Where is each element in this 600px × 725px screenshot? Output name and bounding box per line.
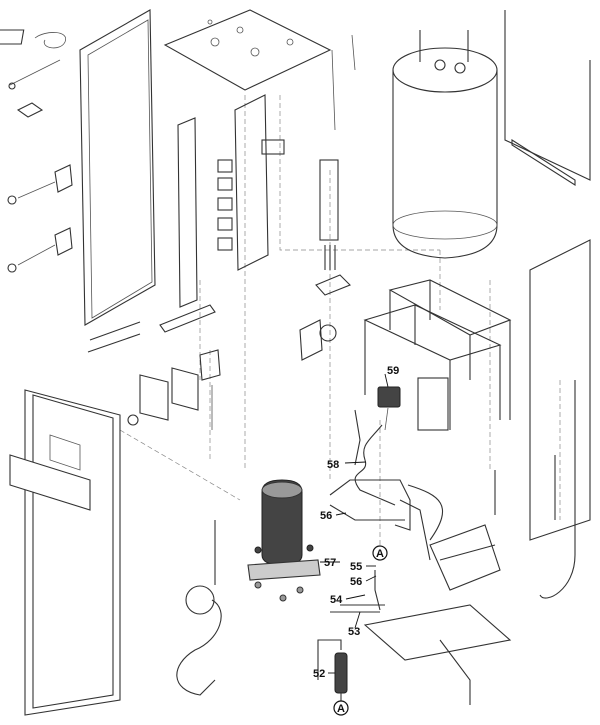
side-panel xyxy=(79,9,216,353)
solenoid-coil xyxy=(377,386,401,431)
svg-text:A: A xyxy=(337,703,345,715)
capillary-line xyxy=(354,424,396,506)
callout-56-lower: 56 xyxy=(350,576,362,588)
callout-53: 53 xyxy=(348,626,360,638)
circulation-pump xyxy=(176,520,222,696)
refrigerant-pipework xyxy=(329,409,443,613)
callout-55: 55 xyxy=(350,561,362,573)
hot-water-cylinder xyxy=(392,30,498,259)
cable-kit xyxy=(0,29,66,118)
front-door xyxy=(9,389,121,716)
callout-leaders xyxy=(320,373,389,674)
assembly-guides xyxy=(119,95,561,560)
connector-a-bottom: A xyxy=(333,700,349,716)
connector-a-top: A xyxy=(372,545,388,561)
callout-59: 59 xyxy=(387,365,399,377)
valve-fittings-left xyxy=(7,164,73,273)
top-cover xyxy=(163,9,332,91)
plate-heat-exchanger xyxy=(363,524,512,705)
callout-52: 52 xyxy=(313,668,325,680)
right-pipes xyxy=(494,380,576,599)
callout-56-upper: 56 xyxy=(320,510,332,522)
control-box xyxy=(177,94,285,308)
controller-unit xyxy=(127,349,221,430)
callout-57: 57 xyxy=(324,557,336,569)
right-panels xyxy=(504,10,591,541)
callout-58: 58 xyxy=(327,459,339,471)
callout-labels: 59 58 56 57 55 56 54 53 52 xyxy=(313,365,399,680)
immersion-heater xyxy=(299,34,356,361)
callout-54: 54 xyxy=(330,594,343,606)
svg-text:A: A xyxy=(376,548,384,560)
compressor xyxy=(247,479,321,602)
support-frame xyxy=(363,279,512,431)
